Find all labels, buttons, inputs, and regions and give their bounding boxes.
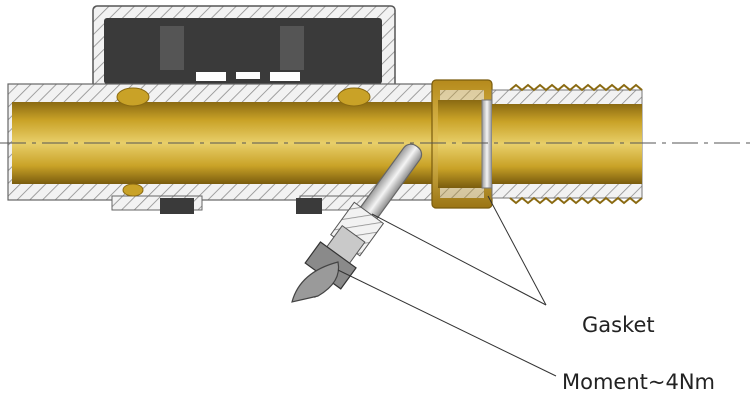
brass-flow-channel <box>12 87 432 197</box>
gasket-leader-lines <box>371 195 547 306</box>
gasket-label: Gasket <box>582 313 655 337</box>
threaded-tail <box>491 83 643 205</box>
moment-leader-line <box>337 269 557 377</box>
moment-label: Moment~4Nm <box>562 370 716 394</box>
connection-nut <box>431 79 493 209</box>
probe-seal-flap <box>291 261 340 303</box>
gasket-ring <box>481 99 493 189</box>
meter-housing <box>92 5 396 93</box>
